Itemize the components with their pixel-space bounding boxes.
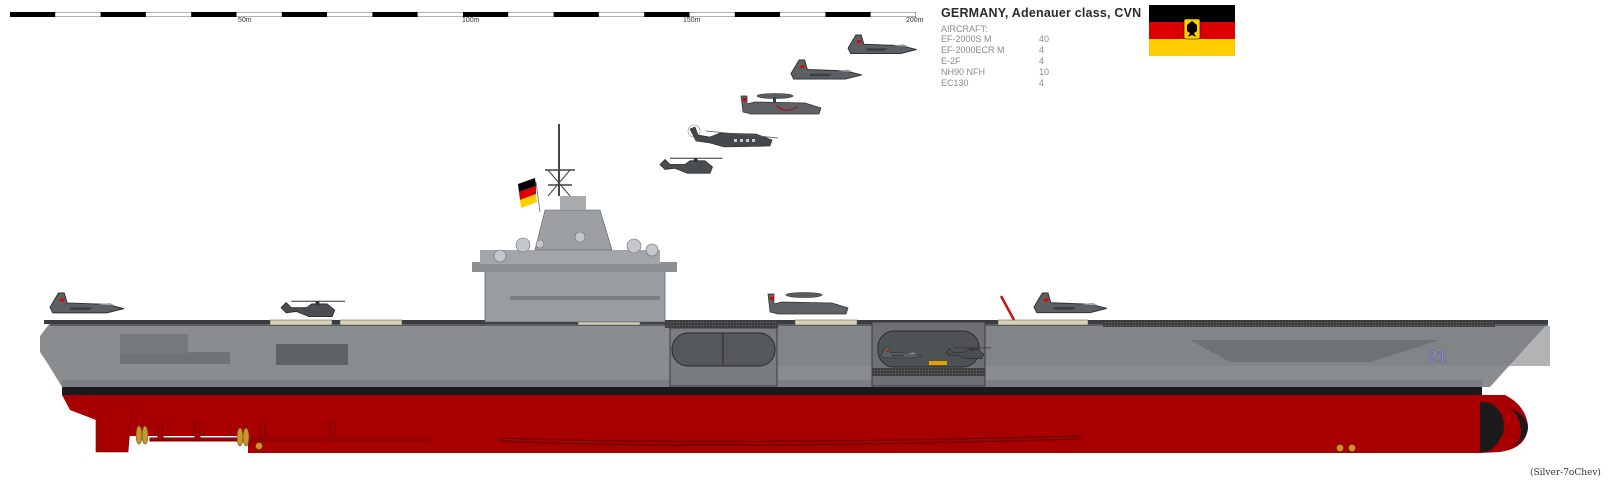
island-superstructure bbox=[472, 124, 677, 323]
flight-deck bbox=[44, 319, 1548, 328]
airborne-aircraft bbox=[659, 34, 918, 174]
elevator-openings bbox=[120, 321, 992, 387]
eagle-icon bbox=[1183, 18, 1201, 40]
eurofighter-jet-icon bbox=[1033, 292, 1108, 314]
aircraft-heading: AIRCRAFT: bbox=[941, 24, 988, 34]
e2-aew-aircraft-icon bbox=[767, 292, 849, 315]
scale-label-200m: 200m bbox=[906, 17, 924, 24]
deck-aircraft bbox=[49, 292, 1108, 321]
eurofighter-jet-icon bbox=[790, 59, 863, 80]
german-flag bbox=[1149, 5, 1235, 56]
ship-info: GERMANY, Adenauer class, CVN AIRCRAFT: E… bbox=[941, 6, 1141, 89]
eurofighter-jet-icon bbox=[49, 292, 125, 314]
eurofighter-jet-icon bbox=[847, 34, 918, 55]
scale-label-100m: 100m bbox=[462, 17, 480, 24]
hull-number: 21 bbox=[1428, 347, 1447, 366]
ec135-helicopter-icon bbox=[280, 300, 346, 318]
scale-bar bbox=[10, 12, 916, 17]
german-ensign-icon bbox=[518, 178, 541, 213]
radome-icon bbox=[493, 231, 659, 263]
hull-shadow bbox=[1190, 340, 1440, 362]
propeller-icon bbox=[135, 425, 1356, 452]
blast-deflector bbox=[999, 295, 1016, 321]
artist-credit: (Silver-7oChev) bbox=[1530, 468, 1601, 478]
ec135-helicopter-icon bbox=[659, 157, 724, 174]
hull bbox=[40, 323, 1550, 453]
scale-label-50m: 50m bbox=[238, 17, 252, 24]
e2-aew-aircraft-icon bbox=[740, 93, 822, 115]
ship-title: GERMANY, Adenauer class, CVN bbox=[941, 6, 1142, 20]
scale-label-150m: 150m bbox=[683, 17, 701, 24]
nh90-helicopter-icon bbox=[687, 124, 779, 148]
